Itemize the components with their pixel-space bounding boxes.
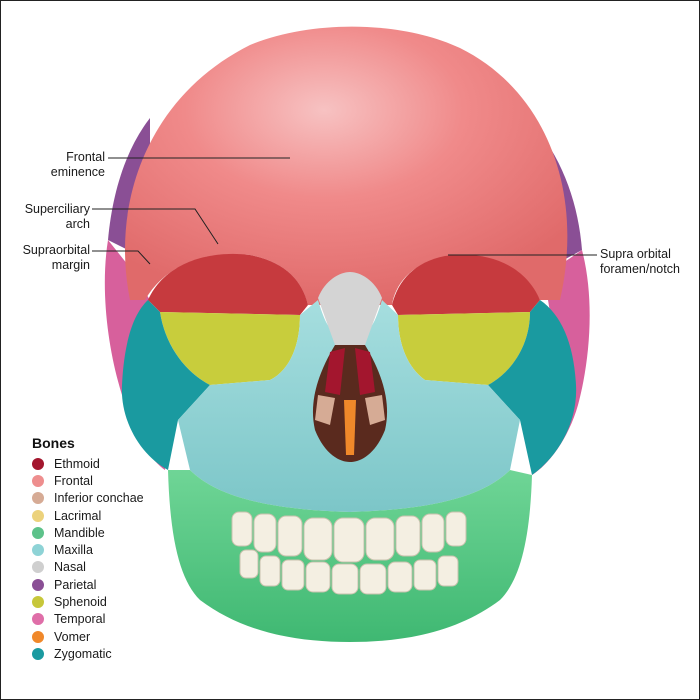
- legend-swatch: [32, 613, 44, 626]
- legend-swatch: [32, 474, 44, 487]
- orbit-left-upper: [148, 253, 308, 315]
- legend-label: Sphenoid: [54, 595, 107, 610]
- legend-item-ethmoid: Ethmoid: [32, 455, 192, 472]
- legend-item-vomer: Vomer: [32, 628, 192, 645]
- legend-item-maxilla: Maxilla: [32, 541, 192, 558]
- orbit-right-interior: [398, 312, 530, 385]
- legend-label: Mandible: [54, 525, 105, 540]
- leader-superciliary-arch: [92, 208, 219, 245]
- legend-item-temporal: Temporal: [32, 611, 192, 628]
- legend-item-lacrimal: Lacrimal: [32, 507, 192, 524]
- legend-label: Inferior conchae: [54, 491, 144, 506]
- upper-teeth: [231, 511, 467, 563]
- legend-item-sphenoid: Sphenoid: [32, 593, 192, 610]
- legend-label: Temporal: [54, 612, 106, 627]
- frontal-bone: [125, 26, 568, 306]
- lower-teeth: [239, 549, 459, 595]
- legend-label: Nasal: [54, 560, 86, 575]
- legend-swatch: [32, 578, 44, 591]
- label-supraorbital-margin: Supraorbital margin: [22, 243, 90, 272]
- nasal-bones: [318, 272, 382, 345]
- legend-item-parietal: Parietal: [32, 576, 192, 593]
- legend-label: Zygomatic: [54, 646, 112, 661]
- legend-swatch: [32, 596, 44, 609]
- legend-label: Vomer: [54, 629, 91, 644]
- legend-item-nasal: Nasal: [32, 559, 192, 576]
- leader-supraorbital-margin: [92, 250, 151, 265]
- legend-swatch: [32, 647, 44, 660]
- legend-item-frontal: Frontal: [32, 472, 192, 489]
- legend-swatch: [32, 630, 44, 643]
- legend-swatch: [32, 509, 44, 522]
- legend-label: Maxilla: [54, 543, 93, 558]
- zygomatic-right: [488, 300, 577, 475]
- legend-label: Lacrimal: [54, 508, 102, 523]
- vomer: [344, 400, 356, 455]
- legend-label: Parietal: [54, 577, 97, 592]
- callout-lines: [92, 157, 597, 265]
- legend-swatch: [32, 457, 44, 470]
- legend-item-inferior-conchae: Inferior conchae: [32, 490, 192, 507]
- legend-swatch: [32, 526, 44, 539]
- legend-swatch: [32, 492, 44, 505]
- legend-item-mandible: Mandible: [32, 524, 192, 541]
- legend-title: Bones: [32, 435, 75, 451]
- legend-item-zygomatic: Zygomatic: [32, 645, 192, 662]
- inferior-conchae: [315, 395, 385, 425]
- label-frontal-eminence: Frontal eminence: [50, 150, 105, 179]
- label-supra-orbital-foramen: Supra orbital foramen/notch: [600, 247, 680, 276]
- orbit-right-upper: [392, 254, 540, 315]
- orbit-left-interior: [160, 312, 300, 385]
- legend-label: Ethmoid: [54, 456, 100, 471]
- zygomatic-left: [121, 300, 210, 470]
- legend-swatch: [32, 544, 44, 557]
- legend-swatch: [32, 561, 44, 574]
- ethmoid: [325, 348, 375, 395]
- legend-label: Frontal: [54, 473, 93, 488]
- label-superciliary-arch: Superciliary arch: [24, 202, 90, 231]
